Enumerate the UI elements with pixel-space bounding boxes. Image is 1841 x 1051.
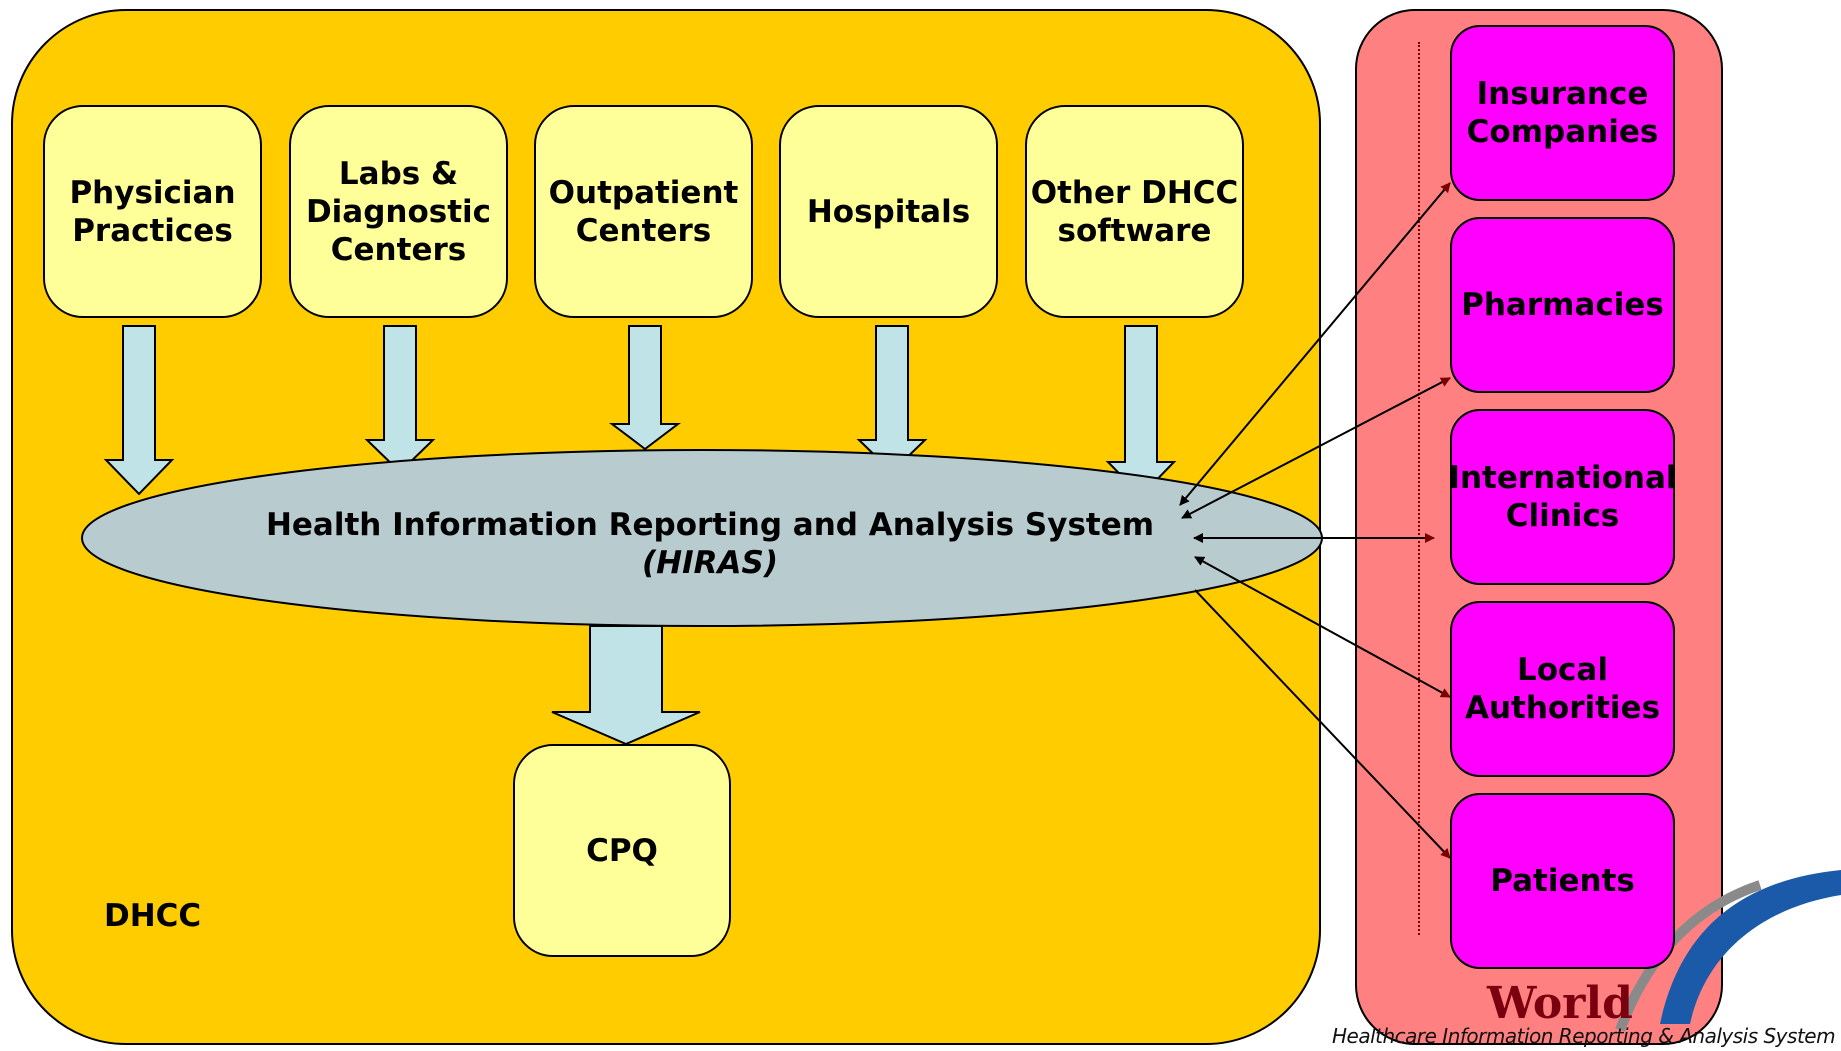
connector-local [1194, 556, 1451, 698]
source-label: Physician Practices [69, 174, 236, 249]
cpq-box: CPQ [513, 744, 731, 957]
logo-swoosh-icon [1660, 870, 1841, 1024]
hiras-acronym: (HIRAS) [641, 545, 778, 581]
source-label: Other DHCC software [1030, 174, 1239, 249]
source-label: Hospitals [806, 193, 971, 230]
ext-patients: Patients [1450, 793, 1675, 969]
flow-arrow-outpatient [609, 325, 681, 451]
flow-arrow-cpq [551, 625, 701, 746]
logo-arc-icon [1615, 880, 1762, 1032]
flow-arrow-hospitals [856, 325, 928, 474]
logo-word: World [1487, 978, 1633, 1029]
ext-international-clinics: International Clinics [1448, 409, 1677, 585]
source-physician-practices: Physician Practices [43, 105, 262, 318]
flow-arrow-physician [103, 325, 175, 496]
cpq-label: CPQ [586, 832, 658, 869]
connector-pharmacies [1181, 377, 1451, 519]
ext-pharmacies: Pharmacies [1450, 217, 1675, 393]
ext-label: International Clinics [1448, 460, 1677, 534]
ext-local-authorities: Local Authorities [1450, 601, 1675, 777]
source-labs-diagnostic-centers: Labs & Diagnostic Centers [289, 105, 508, 318]
source-label: Outpatient Centers [548, 174, 739, 249]
ext-label: Insurance Companies [1466, 76, 1659, 150]
source-outpatient-centers: Outpatient Centers [534, 105, 753, 318]
flow-arrow-other [1105, 325, 1177, 498]
source-hospitals: Hospitals [779, 105, 998, 318]
ext-insurance-companies: Insurance Companies [1450, 25, 1675, 201]
flow-arrow-labs [364, 325, 436, 474]
hiras-label: Health Information Reporting and Analysi… [200, 506, 1220, 582]
dhcc-label: DHCC [104, 898, 202, 934]
ext-label: Patients [1490, 863, 1635, 899]
ext-label: Pharmacies [1461, 287, 1664, 323]
logo-subtitle: Healthcare Information Reporting & Analy… [1332, 1024, 1836, 1048]
connector-patients [1194, 589, 1451, 859]
source-label: Labs & Diagnostic Centers [305, 155, 492, 268]
source-other-dhcc-software: Other DHCC software [1025, 105, 1244, 318]
hiras-title: Health Information Reporting and Analysi… [265, 507, 1155, 543]
ext-label: Local Authorities [1464, 652, 1661, 726]
